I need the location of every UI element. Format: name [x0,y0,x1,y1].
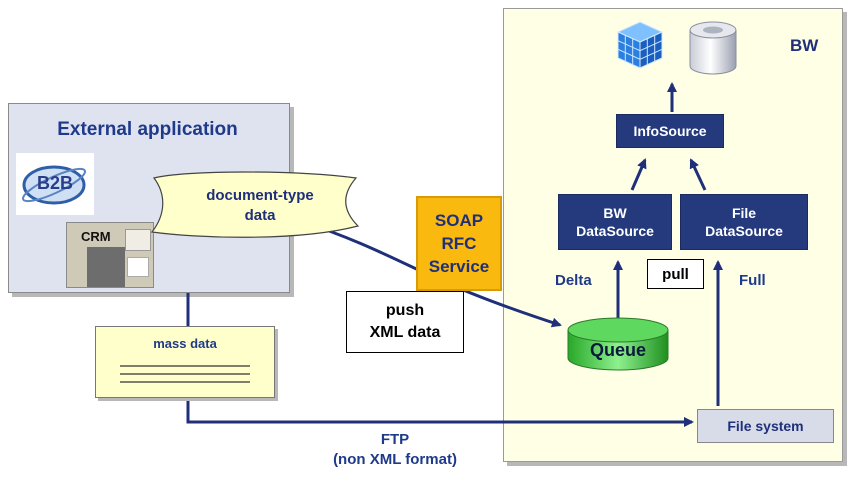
external-application-title: External application [57,119,238,140]
pull-box: pull [647,259,704,289]
queue-cylinder [567,317,669,371]
file-to-infosource-arrow [689,158,707,191]
soap-line1: SOAP [434,211,484,230]
soap-line2: RFC [441,234,477,253]
mass-data-label: mass data [153,336,217,351]
infosource-label: InfoSource [633,123,707,139]
file-datasource-line1: File [731,205,757,221]
b2b-logo-icon [22,165,86,205]
mass-data-document [95,326,275,398]
b2b-logo-card: B2B [16,153,94,215]
database-icon [689,21,737,75]
bw-datasource-line2: DataSource [576,223,654,239]
ftp-line1: FTP [380,431,410,448]
push-xml-box: push XML data [346,291,464,353]
ftp-label: FTP (non XML format) [300,430,490,470]
infocube-icon [616,21,664,69]
crm-label: CRM [81,229,111,244]
delta-label: Delta [555,272,592,289]
full-label: Full [739,272,766,289]
bw-label: BW [790,36,819,55]
queue-label: Queue [589,340,646,360]
document-data-label: document-type data [160,186,360,226]
crm-document-thumb [125,229,151,251]
document-data-shape [150,171,360,238]
mass-data-lines [120,365,250,383]
soap-line3: Service [428,257,490,276]
bw-datasource-box: BW DataSource [558,194,672,250]
b2b-logo-text: B2B [36,173,73,193]
pull-label: pull [662,265,689,283]
file-system-label: File system [727,418,804,434]
file-datasource-box: File DataSource [680,194,808,250]
soap-rfc-service-box: SOAP RFC Service [416,196,502,291]
crm-image: CRM [66,222,154,288]
document-data-line2: data [244,207,276,224]
document-data-line1: document-type [206,187,314,204]
bw-to-infosource-arrow [630,158,647,191]
push-line1: push [385,302,425,319]
push-line2: XML data [369,324,441,341]
infosource-box: InfoSource [616,114,724,148]
bw-datasource-line1: BW [603,205,627,221]
file-datasource-line2: DataSource [705,223,783,239]
file-system-box: File system [697,409,834,443]
crm-photo [87,247,125,287]
crm-chart-thumb [127,257,149,277]
ftp-line2: (non XML format) [333,451,457,468]
